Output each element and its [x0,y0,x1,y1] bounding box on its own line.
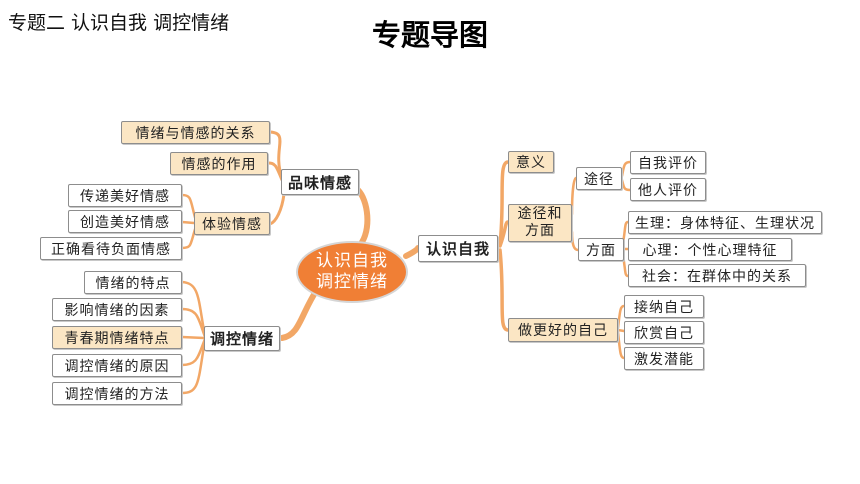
central-topic-line1: 认识自我 [316,251,388,271]
branch-pinwei-relation [268,130,284,180]
node-renshi-ziwo: 认识自我 [418,235,498,262]
branch-tj-tujing [570,176,578,216]
branch-better-2 [616,328,626,333]
node-fangmian: 方面 [578,238,624,261]
branch-pinwei-role [266,161,284,182]
node-zuo-genghao-ziji: 做更好的自己 [508,318,618,342]
node-ziwo-pingjia: 自我评价 [630,151,706,174]
branch-tujing-self [620,160,632,178]
node-chuandi-meihao: 传递美好情感 [68,184,182,207]
branch-center-renshi [403,245,421,259]
node-qingxu-tedian: 情绪的特点 [84,271,182,294]
node-shengli: 生理：身体特征、生理状况 [628,211,822,234]
branch-tiyan-2 [180,220,196,225]
node-qingxu-qinggan-guanxi: 情绪与情感的关系 [121,121,270,144]
node-shehui: 社会：在群体中的关系 [628,264,806,287]
branch-tk-3 [180,335,206,340]
node-qingchunqi-tedian: 青春期情绪特点 [52,326,182,349]
slide-subtitle: 专题二 认识自我 调控情绪 [8,12,230,34]
node-tiyan-qinggan: 体验情感 [194,212,270,235]
node-xinshang-ziji: 欣赏自己 [624,321,704,344]
branch-renshi-tujing [498,220,510,248]
branch-renshi-better [498,248,510,332]
branch-better-1 [616,304,626,330]
node-tujing-he-fangmian-line1: 途径和 [517,206,563,222]
node-zhengque-kandai: 正确看待负面情感 [40,237,182,260]
branch-center-tiaokong [279,285,321,341]
node-jiena-ziji: 接纳自己 [624,295,704,318]
node-tiaokong-yuanyin: 调控情绪的原因 [52,354,182,377]
slide-title: 专题导图 [371,18,488,52]
central-topic-line2: 调控情绪 [316,272,388,292]
node-xinli: 心理：个性心理特征 [628,238,792,261]
branch-tk-2 [180,307,207,339]
node-tujing-he-fangmian-line2: 方面 [525,223,555,239]
node-tujing: 途径 [576,167,622,190]
branch-tj-fangmian [570,230,580,252]
branch-tujing-other [620,178,632,192]
node-tiaokong-qingxu: 调控情绪 [204,326,280,351]
branch-center-pinwei [355,187,371,248]
node-qinggan-zuoyong: 情感的作用 [170,152,268,175]
node-pinwei-qinggan: 品味情感 [281,169,359,195]
branch-renshi-yiyi [498,160,510,246]
node-yingxiang-yinsu: 影响情绪的因素 [52,298,182,321]
node-yiyi: 意义 [508,151,554,173]
node-taren-pingjia: 他人评价 [630,178,706,201]
branch-pinwei-tiyan [268,192,286,226]
node-jifa-qianneng: 激发潜能 [624,347,704,370]
branch-tk-1 [180,280,207,338]
node-tiaokong-fangfa: 调控情绪的方法 [52,382,182,405]
node-tujing-he-fangmian: 途径和 方面 [508,204,572,242]
branch-better-3 [616,330,626,360]
node-chuangzao-meihao: 创造美好情感 [68,210,182,233]
branch-tk-5 [180,338,207,395]
central-topic: 认识自我 调控情绪 [296,241,408,303]
